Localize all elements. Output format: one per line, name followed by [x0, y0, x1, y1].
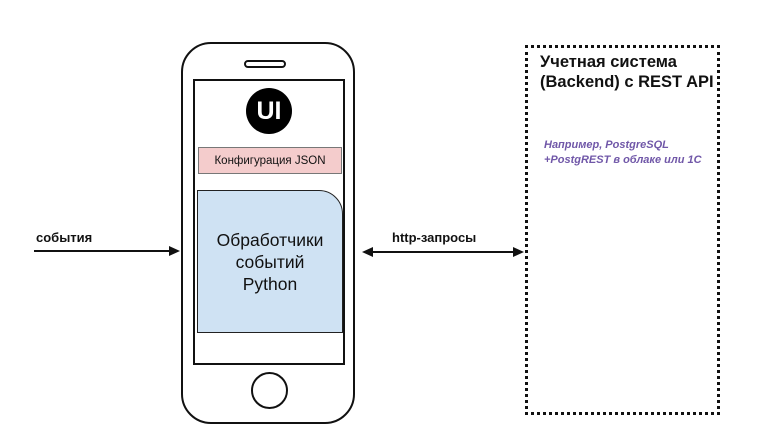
ui-logo-icon: UI [246, 88, 292, 134]
config-json-box: Конфигурация JSON [198, 147, 342, 174]
event-handlers-box: Обработчики событий Python [197, 190, 343, 333]
backend-system-box [525, 45, 720, 415]
backend-example-note: Например, PostgreSQL +PostgREST в облаке… [544, 139, 702, 166]
http-requests-label: http-запросы [392, 230, 477, 245]
config-json-label: Конфигурация JSON [214, 154, 326, 167]
phone-screen [193, 79, 345, 365]
phone-home-button [251, 372, 288, 409]
events-label: события [36, 230, 93, 245]
events-arrow [34, 246, 180, 256]
event-handlers-label: Обработчики событий Python [216, 229, 324, 294]
backend-title: Учетная система (Backend) с REST API [540, 53, 714, 91]
http-requests-arrow [362, 247, 524, 257]
logo-text: UI [257, 97, 282, 125]
phone-speaker [244, 60, 286, 68]
